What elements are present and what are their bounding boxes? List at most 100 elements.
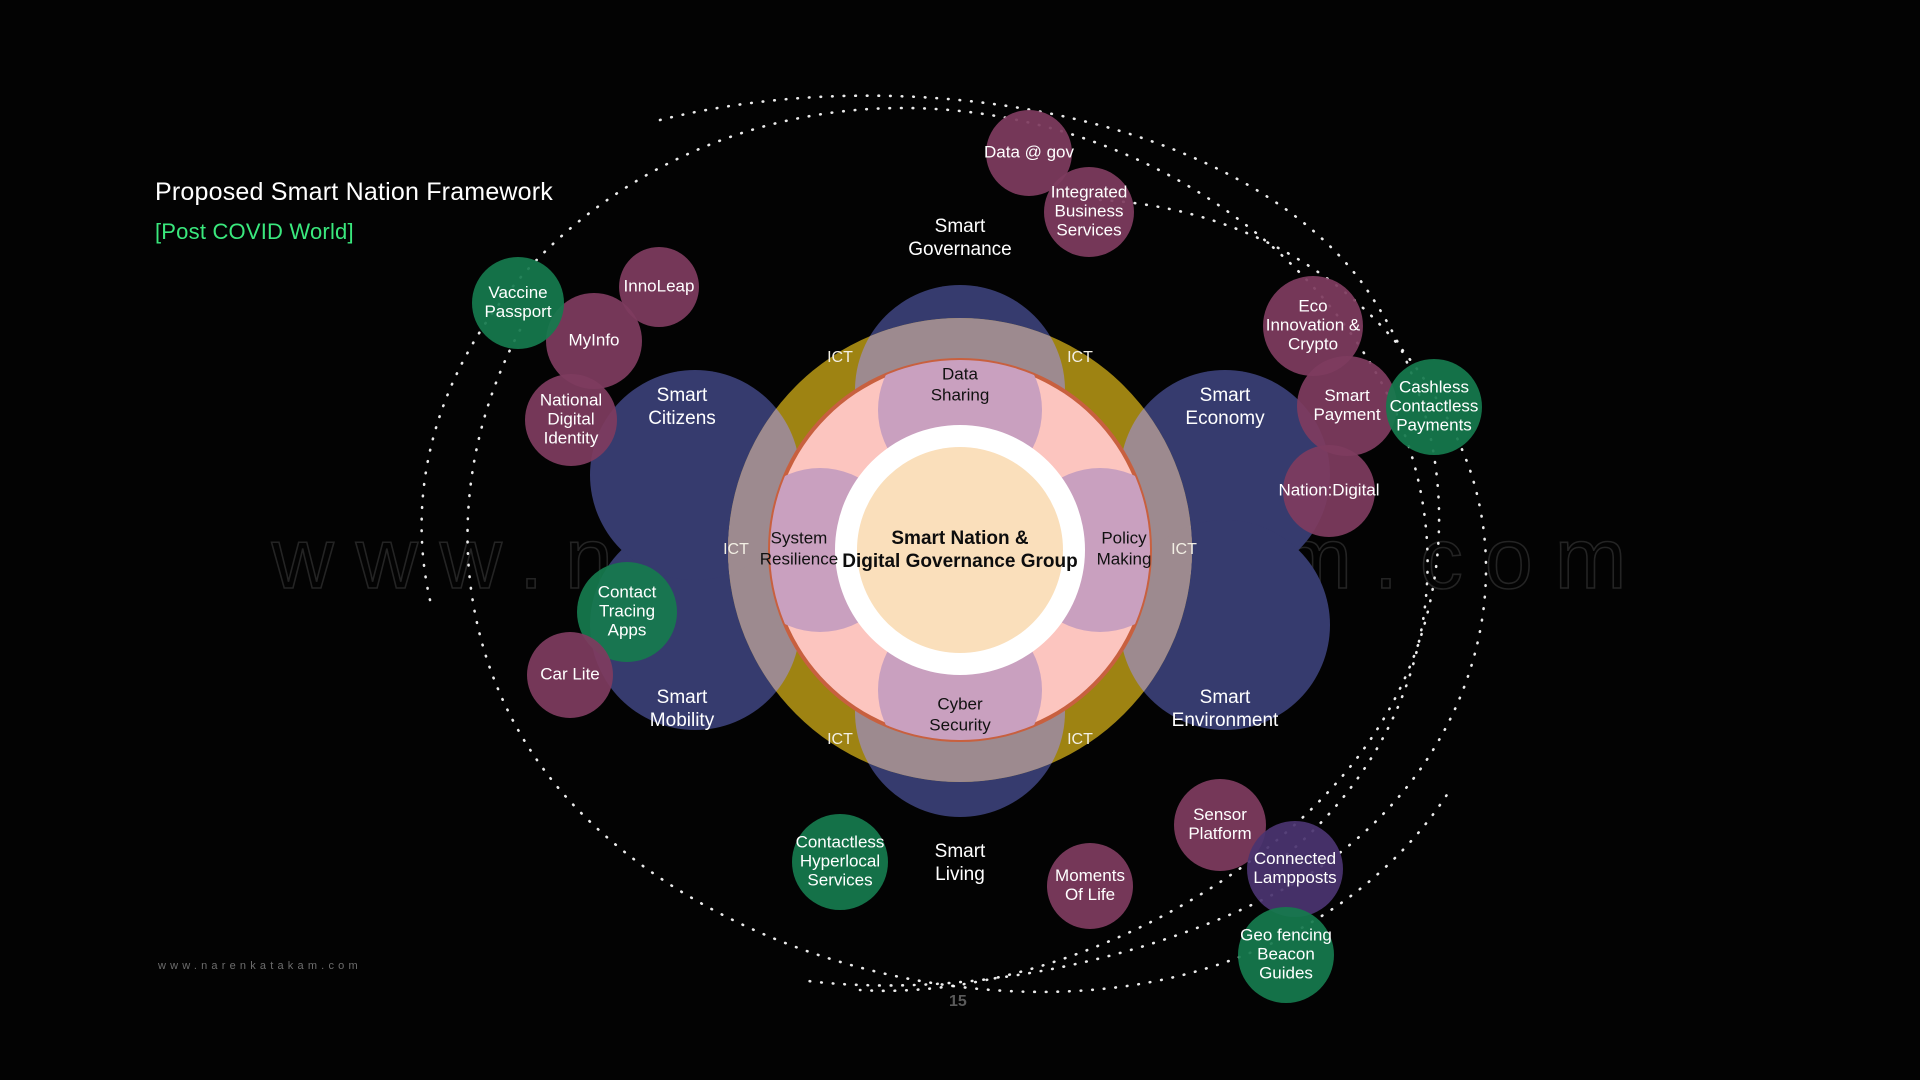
bubble-circle[interactable] [1044,167,1134,257]
core-disc [857,447,1063,653]
sector-labels: Smart Governance Smart Economy Smart Env… [648,216,1279,885]
sector-label-smart-governance-l1: Smart [935,216,986,237]
page-subtitle: [Post COVID World] [155,219,354,244]
bubble-nation-digital[interactable]: Nation:Digital [1278,445,1380,537]
sector-label-smart-citizens-l2: Citizens [648,408,716,429]
satellite-bubbles: Data @ govIntegratedBusinessServicesInno… [472,110,1482,1003]
bubble-label: Lampposts [1253,868,1336,887]
sector-label-smart-mobility-l1: Smart [657,687,708,708]
bubble-circle[interactable] [1297,356,1397,456]
ict-label-top-left: ICT [827,349,853,366]
bubble-label: Of Life [1065,885,1115,904]
sector-label-smart-living-l1: Smart [935,841,986,862]
page-title: Proposed Smart Nation Framework [155,178,554,206]
sector-label-smart-economy-l2: Economy [1185,408,1265,429]
bubble-label: Connected [1254,849,1336,868]
page-number: 15 [949,993,967,1010]
bubble-innoleap[interactable]: InnoLeap [619,247,699,327]
ict-label-bottom-right: ICT [1067,731,1093,748]
bubble-circle[interactable] [1263,276,1363,376]
sector-label-smart-environment-l2: Environment [1172,710,1279,731]
bubble-label: Services [1056,220,1121,239]
core-title-line2: Digital Governance Group [842,551,1077,572]
bubble-circle[interactable] [527,632,613,718]
bubble-label: Beacon [1257,944,1315,963]
bubble-label: Hyperlocal [800,851,880,870]
inner-label-system-resilience-l2: Resilience [760,549,838,568]
bubble-circle[interactable] [619,247,699,327]
bubble-label: Vaccine [488,283,547,302]
bubble-label: Moments [1055,866,1125,885]
bubble-circle[interactable] [986,110,1072,196]
bubble-circle[interactable] [1047,843,1133,929]
bubble-circle[interactable] [1386,359,1482,455]
inner-label-data-sharing-l2: Sharing [931,385,990,404]
sector-label-smart-environment-l1: Smart [1200,687,1251,708]
bubble-myinfo[interactable]: MyInfo [546,293,642,389]
bubble-label: Tracing [599,601,655,620]
bubble-label: Smart [1324,386,1370,405]
bubble-label: InnoLeap [624,276,695,295]
inner-label-policy-making-l1: Policy [1101,528,1147,547]
bubble-label: Platform [1188,824,1251,843]
bubble-label: Payment [1313,405,1380,424]
sector-label-smart-governance-l2: Governance [908,239,1012,260]
bubble-label: Eco [1298,296,1327,315]
ict-label-bottom-left: ICT [827,731,853,748]
bubble-label: Data @ gov [984,142,1075,161]
bubble-label: Nation:Digital [1278,480,1379,499]
bubble-label: Identity [544,428,599,447]
bubble-label: Guides [1259,963,1313,982]
ict-labels: ICT ICT ICT ICT ICT ICT [723,349,1197,748]
bubble-label: Contact [598,582,657,601]
bubble-label: Contactless [796,832,885,851]
bubble-label: Car Lite [540,664,600,683]
bubble-label: Cashless [1399,377,1469,396]
bubble-circle[interactable] [546,293,642,389]
bubble-circle[interactable] [472,257,564,349]
inner-ring-labels: Data Sharing Policy Making Cyber Securit… [760,364,1152,734]
bubble-car-lite[interactable]: Car Lite [527,632,613,718]
bubble-label: Services [807,870,872,889]
core-labels: Smart Nation & Digital Governance Group [842,528,1077,572]
bubble-circle[interactable] [525,374,617,466]
bubble-label: Sensor [1193,805,1247,824]
footer-website: www.narenkatakam.com [158,960,362,972]
bubble-circle[interactable] [1247,821,1343,917]
bubble-data-at-gov[interactable]: Data @ gov [984,110,1075,196]
inner-label-cyber-security-l2: Security [929,715,991,734]
ict-label-top-right: ICT [1067,349,1093,366]
inner-label-data-sharing-l1: Data [942,364,978,383]
bubble-label: National [540,390,602,409]
bubble-circle[interactable] [1238,907,1334,1003]
bubble-label: Contactless [1390,396,1479,415]
bubble-circle[interactable] [792,814,888,910]
bubble-label: Innovation & [1266,315,1361,334]
bubble-label: MyInfo [568,330,619,349]
bubble-label: Apps [608,620,647,639]
bubble-label: Business [1055,201,1124,220]
bubble-circle[interactable] [1174,779,1266,871]
bubble-label: Crypto [1288,334,1338,353]
core-title-line1: Smart Nation & [891,528,1029,549]
inner-label-policy-making-l2: Making [1097,549,1152,568]
sector-label-smart-economy-l1: Smart [1200,385,1251,406]
bubble-circle[interactable] [577,562,677,662]
bubble-circle[interactable] [1283,445,1375,537]
sector-label-smart-living-l2: Living [935,864,985,885]
inner-label-cyber-security-l1: Cyber [937,694,983,713]
